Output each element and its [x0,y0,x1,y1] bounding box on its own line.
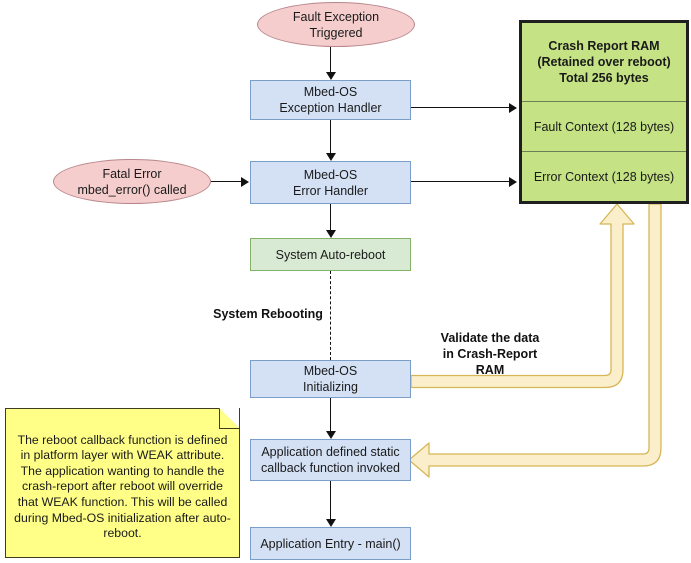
arrowhead-error-to-error-context [509,176,517,187]
node-system-auto-reboot[interactable]: System Auto-reboot [250,238,411,271]
connector-reboot-dashed [330,271,331,360]
node-fault-exception-triggered[interactable]: Fault Exception Triggered [257,2,415,47]
crash-data-return-block-arrow [408,203,662,478]
note-paragraph-1: The reboot callback function is defined … [14,432,231,541]
node-mbed-os-exception-handler[interactable]: Mbed-OS Exception Handler [250,80,411,120]
label-system-rebooting: System Rebooting [213,307,323,321]
connector-fatal-to-error [211,181,243,182]
connector-error-to-error-context [411,181,510,182]
reboot-callback-note[interactable]: The reboot callback function is defined … [5,408,240,558]
connector-error-to-reboot [330,204,331,231]
node-fatal-error-mbed-error-called[interactable]: Fatal Error mbed_error() called [53,159,211,204]
arrowhead-init-to-callback [325,431,336,439]
connector-fault-to-exception [330,47,331,73]
crash-report-ram-error-context: Error Context (128 bytes) [522,151,686,201]
arrowhead-exception-to-fault-context [509,102,517,113]
connector-init-to-callback [330,398,331,432]
crash-report-ram-header: Crash Report RAM (Retained over reboot) … [537,39,671,85]
arrowhead-callback-to-main [325,519,336,527]
label-validate-the-data: Validate the data in Crash-Report RAM [440,331,540,377]
crash-report-ram-box[interactable]: Crash Report RAM (Retained over reboot) … [519,20,689,204]
arrowhead-exception-to-error [325,153,336,161]
validate-data-block-arrow [410,203,635,389]
node-mbed-os-error-handler[interactable]: Mbed-OS Error Handler [250,161,411,204]
connector-exception-to-error [330,120,331,154]
node-application-entry-main[interactable]: Application Entry - main() [250,527,411,560]
note-fold-corner-icon [219,408,239,429]
arrowhead-fatal-to-error [241,176,249,187]
connector-callback-to-main [330,481,331,520]
arrowhead-fault-to-exception [325,72,336,80]
arrowhead-error-to-reboot [325,230,336,238]
crash-report-ram-fault-context: Fault Context (128 bytes) [522,101,686,151]
node-application-callback-invoked[interactable]: Application defined static callback func… [250,439,411,481]
connector-exception-to-fault-context [411,107,510,108]
node-mbed-os-initializing[interactable]: Mbed-OS Initializing [250,360,411,398]
